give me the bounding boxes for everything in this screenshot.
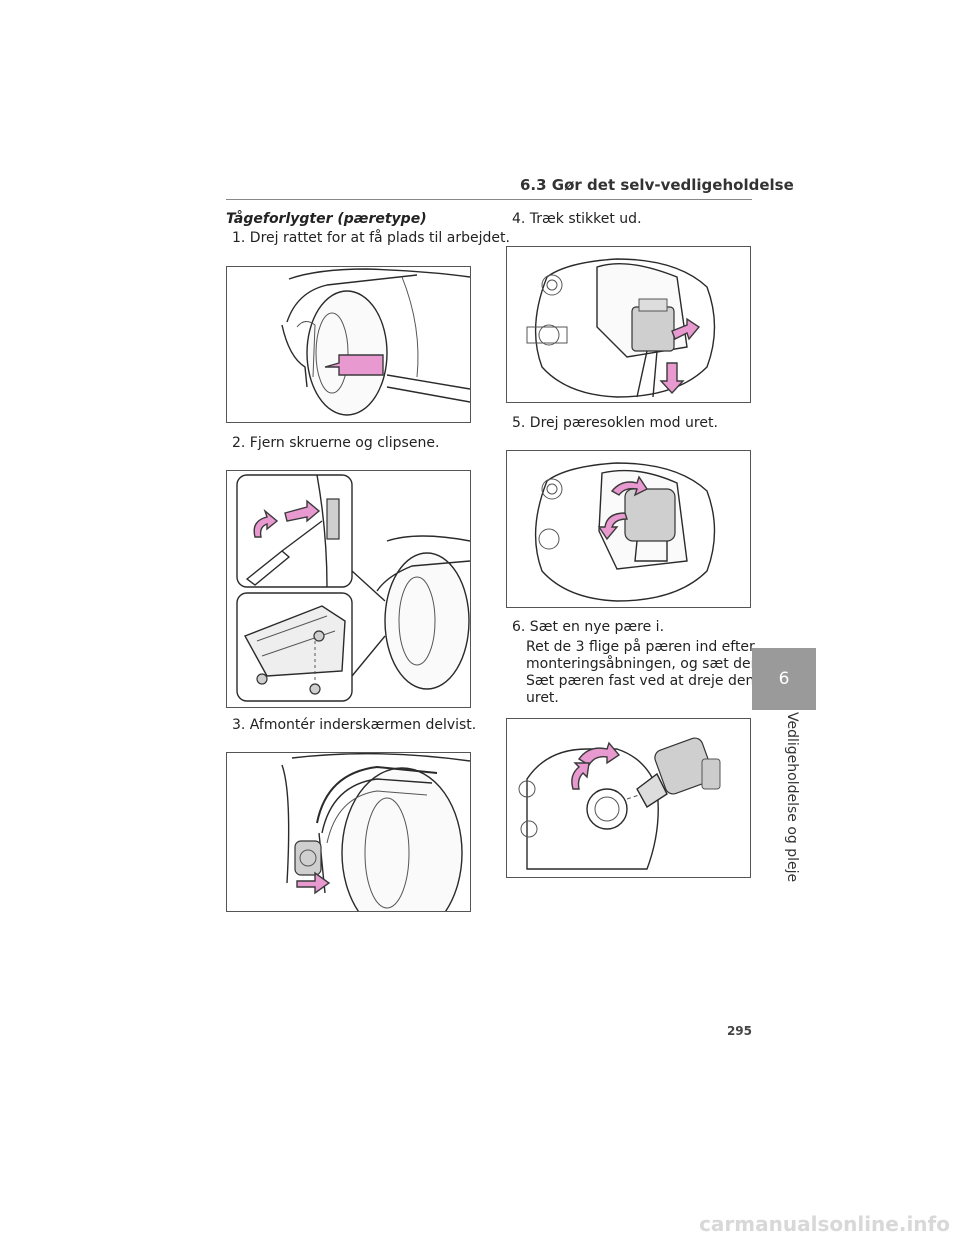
step-6-detail-line-4: uret. [526,690,559,706]
step-4-text: 4. Træk stikket ud. [512,211,642,227]
step-6-detail-line-1: Ret de 3 flige på pæren ind efter [526,639,755,655]
section-title: 6.3 Gør det selv-vedligeholdelse [520,176,794,194]
procedure-heading: Tågeforlygter (pæretype) [226,211,427,227]
step-6-detail-line-2: monteringsåbningen, og sæt den i. [526,656,773,672]
step-2-text: 2. Fjern skruerne og clipsene. [232,435,440,451]
chapter-label: Vedligeholdelse og pleje [784,712,800,883]
chapter-tab: 6 [752,648,816,710]
step-6-detail-line-3: Sæt pæren fast ved at dreje den med [526,673,790,689]
figure-remove-screws [226,470,471,708]
step-6-text: 6. Sæt en nye pære i. [512,619,665,635]
step-3-text: 3. Afmontér inderskærmen delvist. [232,717,477,733]
step-1-text: 1. Drej rattet for at få plads til arbej… [232,230,510,246]
header-divider [226,199,752,200]
page-number: 295 [726,1024,752,1038]
step-5-text: 5. Drej pæresoklen mod uret. [512,415,718,431]
figure-inner-fender [226,752,471,912]
figure-pull-connector [506,246,751,403]
figure-insert-bulb [506,718,751,878]
figure-turn-wheel [226,266,471,423]
figure-twist-socket [506,450,751,608]
watermark[interactable]: carmanualsonline.info [699,1212,950,1236]
